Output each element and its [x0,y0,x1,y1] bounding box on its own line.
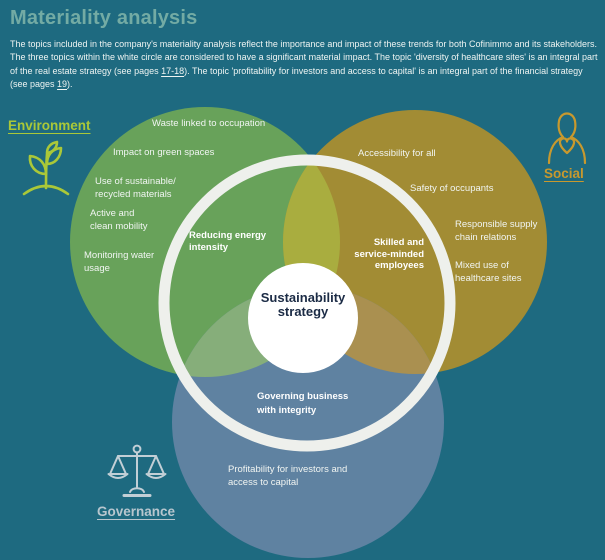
social-item: Accessibility for all [358,148,436,159]
environment-item: Active and clean mobility [90,208,148,232]
social-section-label[interactable]: Social [544,166,584,181]
intro-paragraph: The topics included in the company's mat… [10,38,599,92]
environment-item: Waste linked to occupation [152,118,266,129]
material-topic-governance: Governing business with integrity [257,391,349,416]
sustainability-strategy-label: Sustainability strategy [260,290,346,319]
environment-item: Monitoring water usage [84,250,155,274]
materiality-ring [158,154,456,452]
environment-section-label[interactable]: Environment [8,118,91,133]
page-title: Materiality analysis [10,7,198,29]
social-governance-overlap [283,286,444,374]
intro-text-3: ). [67,79,73,90]
material-topic-environment: Reducing energy intensity [189,230,267,253]
environment-governance-overlap [172,286,340,377]
governance-section-label[interactable]: Governance [97,504,176,519]
intro-text-2: ). The topic 'profitability for investor… [10,65,583,90]
center-circle [248,263,358,373]
environment-item: Use of sustainable/ recycled materials [95,176,176,200]
social-item: Safety of occupants [410,183,494,194]
environment-item: Impact on green spaces [113,147,215,158]
intro-text-1: The topics included in the company's mat… [10,39,598,76]
social-item: Mixed use of healthcare sites [455,260,522,284]
pages-19-link[interactable]: 19 [57,79,68,90]
governance-item: Profitability for investors and access t… [228,464,348,488]
material-topic-social: Skilled and service-minded employees [354,237,424,271]
pages-17-18-link[interactable]: 17-18 [161,65,185,76]
social-item: Responsible supply chain relations [455,219,538,243]
